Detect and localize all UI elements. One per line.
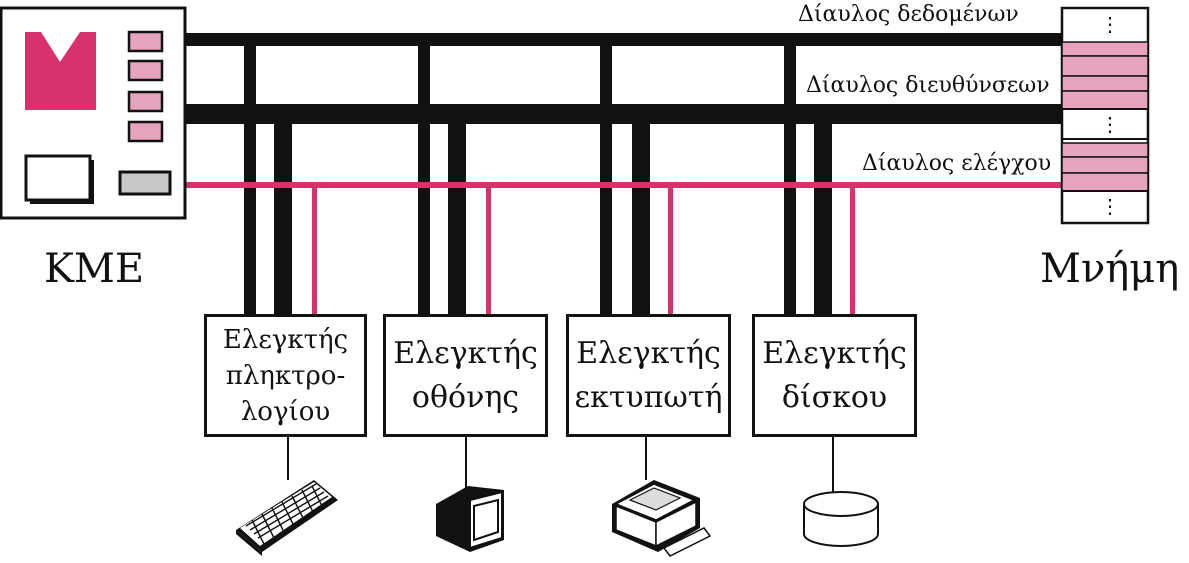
cpu-label: ΚΜΕ	[44, 246, 145, 292]
cpu-register-2	[127, 59, 164, 82]
data-drop-3	[600, 40, 612, 316]
disk-controller: Ελεγκτής δίσκου	[752, 314, 917, 437]
keyboard-controller-line-3: λογίου	[240, 396, 331, 427]
memory-dots-middle: ⋮	[1100, 112, 1120, 136]
memory-dots-top: ⋮	[1100, 12, 1120, 36]
memory-label: Μνήμη	[1040, 246, 1180, 292]
control-bus	[186, 182, 1064, 188]
data-drop-2	[418, 40, 430, 316]
control-drop-1	[312, 184, 317, 316]
disk-controller-line-1: Ελεγκτής	[762, 335, 907, 371]
address-bus	[186, 104, 1064, 124]
cpu-chip-icon	[25, 32, 96, 110]
control-drop-3	[668, 184, 673, 316]
printer-controller: Ελεγκτής εκτυπωτή	[566, 314, 731, 437]
control-drop-4	[850, 184, 855, 316]
control-drop-2	[486, 184, 491, 316]
display-controller-line-1: Ελεγκτής	[393, 335, 538, 371]
printer-controller-line-2: εκτυπωτή	[574, 379, 723, 415]
memory-dots-bottom: ⋮	[1100, 194, 1120, 218]
cpu-control-unit	[118, 170, 172, 196]
disk-controller-line-2: δίσκου	[781, 379, 888, 415]
keyboard-controller: Ελεγκτής πληκτρο- λογίου	[204, 314, 367, 437]
cpu-register-4	[127, 120, 164, 143]
cpu-register-3	[127, 90, 164, 113]
display-controller: Ελεγκτής οθόνης	[383, 314, 548, 437]
address-drop-1	[274, 112, 292, 316]
keyboard-icon	[236, 480, 338, 556]
printer-controller-line-1: Ελεγκτής	[576, 335, 721, 371]
cpu-alu	[24, 154, 92, 202]
keyboard-controller-line-2: πληκτρο-	[225, 360, 346, 391]
disk-icon	[803, 491, 879, 547]
display-controller-line-2: οθόνης	[411, 379, 520, 415]
data-bus	[186, 33, 1064, 46]
controller-bus-drops	[244, 40, 855, 316]
control-bus-label: Δίαυλος ελέγχου	[862, 151, 1052, 176]
keyboard-controller-line-1: Ελεγκτής	[222, 324, 349, 355]
memory-block	[1060, 6, 1150, 225]
monitor-icon	[436, 486, 504, 552]
data-bus-label: Δίαυλος δεδομένων	[798, 2, 1019, 27]
printer-icon	[612, 480, 712, 557]
cpu-block	[0, 6, 187, 220]
address-drop-2	[448, 112, 466, 316]
data-drop-4	[784, 40, 796, 316]
address-drop-3	[632, 112, 650, 316]
address-bus-label: Δίαυλος διευθύνσεων	[806, 73, 1050, 98]
data-drop-1	[244, 40, 256, 316]
cpu-register-1	[127, 30, 164, 53]
address-drop-4	[814, 112, 832, 316]
